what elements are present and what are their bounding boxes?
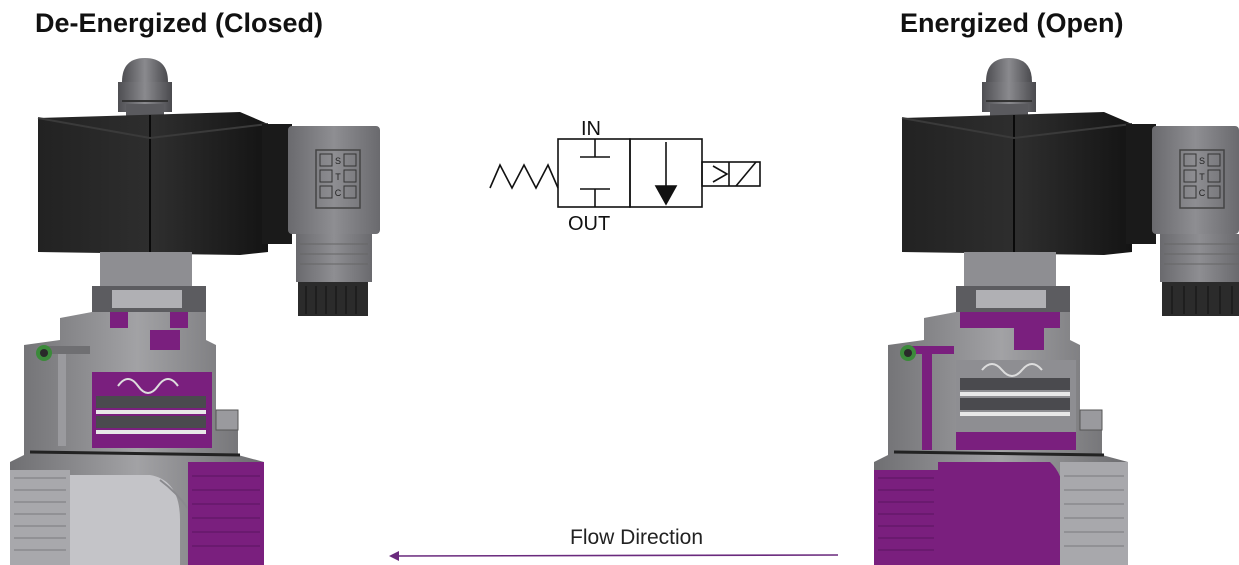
- connector-pin-label: T: [335, 172, 341, 182]
- valve-right-open: [874, 58, 1239, 565]
- connector-left: [262, 124, 380, 316]
- coil-right: [901, 112, 1133, 255]
- connector-pin-label: C: [1199, 188, 1206, 198]
- armature-nut-left: [92, 252, 206, 312]
- armature-nut-right: [956, 252, 1070, 312]
- connector-pin-label: S: [1199, 156, 1205, 166]
- valve-left-closed: [10, 58, 380, 565]
- solenoid-actuator: [701, 161, 761, 187]
- gland-cap-left: [118, 58, 172, 118]
- spring-zigzag: [489, 163, 559, 190]
- connector-pin-label: T: [1199, 172, 1205, 182]
- gland-cap-right: [982, 58, 1036, 118]
- symbol-in-label: IN: [581, 118, 601, 140]
- connector-pin-label: C: [335, 188, 342, 198]
- deenergized-title: De-Energized (Closed): [35, 8, 324, 38]
- flow-direction-label: Flow Direction: [570, 526, 703, 549]
- valve-symbol: [489, 138, 761, 208]
- flow-direction-arrow: [389, 551, 839, 561]
- energized-title: Energized (Open): [900, 8, 1124, 38]
- coil-left: [37, 112, 269, 255]
- connector-right: [1126, 124, 1239, 316]
- valve-body-right: [874, 312, 1128, 565]
- valve-body-left: [10, 312, 264, 565]
- symbol-out-label: OUT: [568, 213, 610, 235]
- connector-pin-label: S: [335, 156, 341, 166]
- closed-envelope: [557, 138, 631, 208]
